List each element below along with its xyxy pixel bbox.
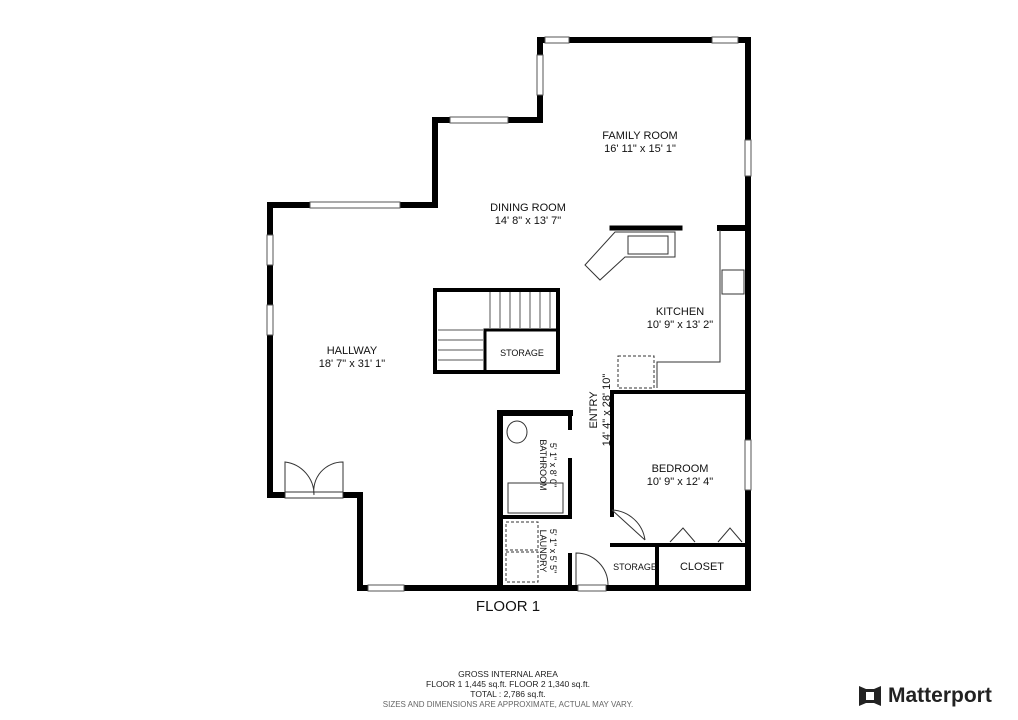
stair-storage	[483, 328, 560, 374]
room-name: HALLWAY	[327, 345, 378, 357]
room-dims: 5' 1" x 5' 5"	[548, 529, 558, 573]
floor-label: FLOOR 1	[476, 598, 540, 615]
room-name: KITCHEN	[656, 306, 704, 318]
fixtures	[438, 230, 745, 583]
room-dims: 10' 9" x 13' 2"	[647, 319, 714, 331]
stair-steps	[438, 292, 551, 361]
room-dims: 16' 11" x 15' 1"	[604, 143, 676, 155]
room-name: STORAGE	[613, 562, 657, 572]
entry-door	[575, 552, 609, 586]
sink	[627, 235, 669, 255]
closet-doors	[669, 527, 743, 543]
room-name: BEDROOM	[652, 463, 709, 475]
stove	[721, 269, 745, 295]
dryer	[505, 551, 539, 583]
room-dims: 18' 7" x 31' 1"	[319, 358, 386, 370]
brand-name: Matterport	[888, 684, 992, 707]
room-dims: 5' 1" x 8' 0"	[548, 443, 558, 487]
bathtub	[507, 482, 564, 514]
toilet-icon	[506, 420, 528, 444]
fridge	[617, 355, 655, 389]
room-name: FAMILY ROOM	[602, 130, 677, 142]
area-title: GROSS INTERNAL AREA	[458, 669, 558, 679]
room-name: LAUNDRY	[538, 530, 548, 573]
bedroom-door	[611, 509, 646, 541]
brand-logo: Matterport	[858, 684, 992, 708]
washer	[505, 521, 539, 551]
room-name: DINING ROOM	[490, 202, 566, 214]
area-floors: FLOOR 1 1,445 sq.ft. FLOOR 2 1,340 sq.ft…	[426, 679, 590, 689]
room-dims: 14' 4" x 28' 10"	[601, 374, 613, 447]
room-name: ENTRY	[588, 391, 600, 429]
room-name: BATHROOM	[538, 439, 548, 490]
room-dims: 14' 8" x 13' 7"	[495, 215, 562, 227]
windows	[266, 36, 752, 592]
doors	[284, 461, 743, 586]
disclaimer: SIZES AND DIMENSIONS ARE APPROXIMATE, AC…	[382, 700, 634, 709]
room-dims: 10' 9" x 12' 4"	[647, 476, 714, 488]
kitchen-counter-line	[656, 230, 721, 388]
room-labels: FAMILY ROOM 16' 11" x 15' 1" DINING ROOM…	[319, 130, 725, 615]
double-door	[284, 461, 344, 496]
room-name: STORAGE	[500, 348, 544, 358]
room-name: CLOSET	[680, 561, 724, 573]
area-total: TOTAL : 2,786 sq.ft.	[470, 689, 546, 699]
matterport-logo-icon	[859, 686, 881, 706]
